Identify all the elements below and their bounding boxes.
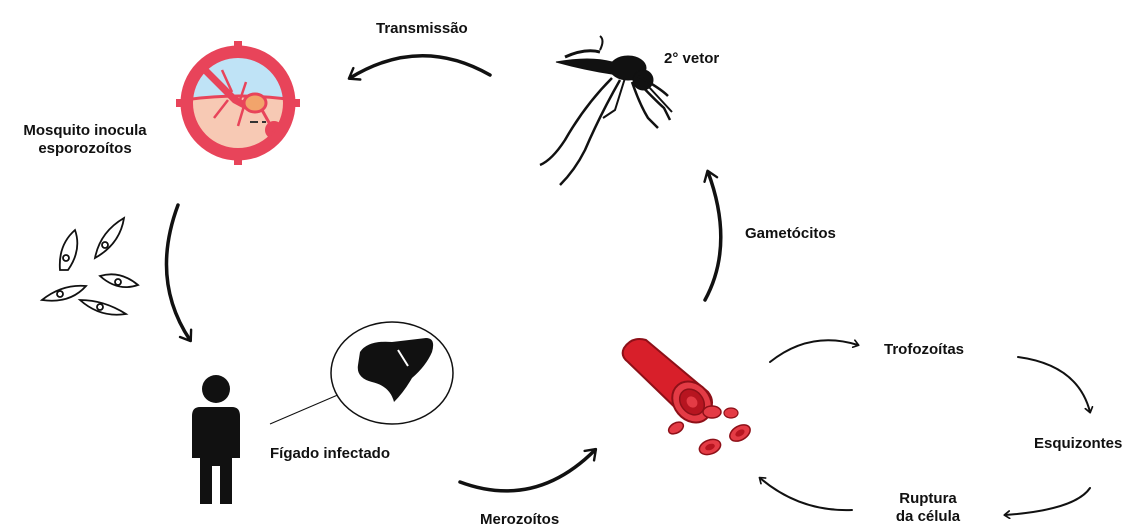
- label-merozoites: Merozoítos: [480, 511, 559, 529]
- arrow-to-trofozoitas: [770, 340, 858, 362]
- blood-stage-arrows: [760, 340, 1090, 515]
- label-trophozoites: Trofozoítas: [884, 341, 964, 359]
- arrow-to-vessel: [760, 478, 852, 510]
- label-mosquito-inoculates: Mosquito inocula esporozoítos: [0, 122, 170, 158]
- arrow-merozoites: [460, 450, 595, 491]
- arrow-to-human: [166, 205, 190, 340]
- label-infected-liver: Fígado infectado: [270, 445, 390, 463]
- arrow-to-esquizontes: [1018, 357, 1090, 412]
- sporozoite-cells-icon: [42, 218, 138, 315]
- label-schizonts: Esquizontes: [1034, 435, 1122, 453]
- label-transmission: Transmissão: [376, 20, 468, 38]
- liver-icon: [270, 322, 453, 424]
- label-mosquito-inoculates-line1: Mosquito inocula: [0, 122, 170, 140]
- label-mosquito-inoculates-line2: esporozoítos: [0, 140, 170, 158]
- mosquito-silhouette-icon: [540, 36, 672, 185]
- blood-vessel-icon: [623, 339, 753, 457]
- arrow-to-ruptura: [1005, 488, 1090, 515]
- label-cell-rupture: Ruptura da célula: [868, 490, 988, 526]
- arrow-gametocytes: [705, 172, 721, 300]
- label-cell-rupture-line2: da célula: [868, 508, 988, 526]
- label-gametocytes: Gametócitos: [745, 225, 836, 243]
- arrow-transmission: [350, 56, 490, 78]
- mosquito-bite-target-icon: [176, 41, 300, 165]
- label-cell-rupture-line1: Ruptura: [868, 490, 988, 508]
- person-icon: [192, 375, 240, 504]
- label-second-vector: 2° vetor: [664, 50, 719, 68]
